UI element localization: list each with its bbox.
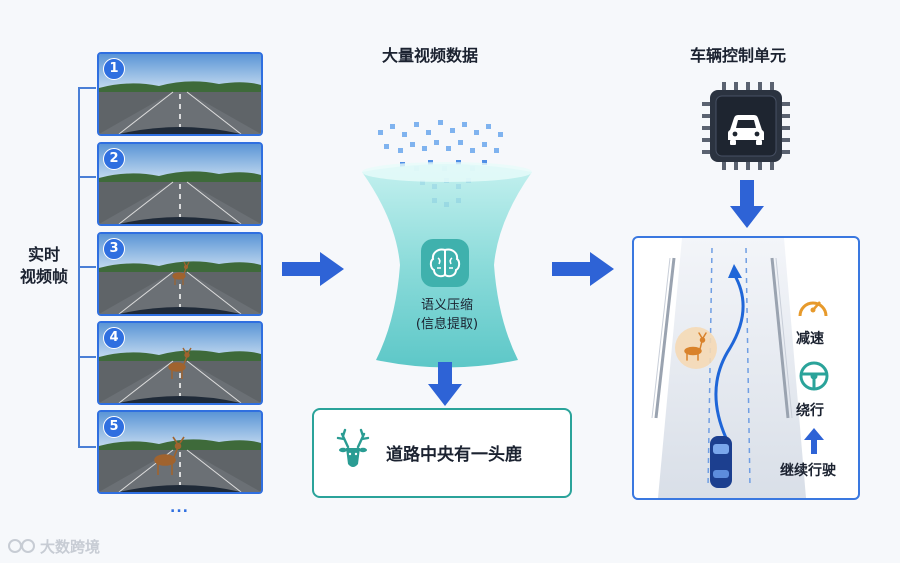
road-topview [651, 238, 806, 498]
video-frame-1: 1 [97, 52, 263, 136]
road-scene [99, 323, 261, 403]
video-frame-3: 3 [97, 232, 263, 316]
action-detour: 绕行 [796, 403, 824, 419]
frame-number-badge: 1 [103, 58, 125, 80]
vehicle-control-title: 车辆控制单元 [690, 46, 787, 65]
road-scene [99, 54, 261, 134]
more-frames-ellipsis: ... [170, 500, 189, 516]
road-scene [99, 412, 261, 492]
frame-number-badge: 3 [103, 238, 125, 260]
deer-head-icon [336, 428, 370, 467]
bracket-tick [78, 266, 96, 268]
action-decelerate: 减速 [796, 331, 824, 347]
video-frame-4: 4 [97, 321, 263, 405]
arrow-down-icon [730, 180, 764, 228]
frame-number-badge: 5 [103, 416, 125, 438]
road-scene [99, 144, 261, 224]
video-data-title: 大量视频数据 [382, 46, 479, 65]
road-scene [99, 234, 261, 314]
arrow-right-icon [552, 252, 614, 286]
driving-scene-panel: 减速 绕行 继续行驶 [632, 236, 860, 500]
extracted-info-box: 道路中央有一头鹿 [312, 408, 572, 498]
semantic-compression-label: 语义压缩 (信息提取) [382, 296, 512, 334]
watermark-text: 大数跨境 [40, 538, 101, 556]
deer-icon [675, 327, 717, 369]
video-frame-2: 2 [97, 142, 263, 226]
action-continue-driving: 继续行驶 [780, 463, 836, 479]
bracket-tick [78, 356, 96, 358]
frame-number-badge: 2 [103, 148, 125, 170]
arrow-up-icon [804, 428, 824, 454]
frame-number-badge: 4 [103, 327, 125, 349]
arrow-down-icon [428, 362, 462, 406]
steering-wheel-icon [799, 361, 829, 391]
funnel-label-line-1: 语义压缩 [420, 298, 473, 313]
bracket-tick [78, 446, 96, 448]
realtime-frames-label: 实时 视频帧 [14, 244, 74, 288]
speedometer-icon [798, 301, 828, 317]
label-line-2: 视频帧 [19, 267, 68, 286]
arrow-right-icon [282, 252, 344, 286]
chip-car-icon [702, 82, 790, 170]
bracket-tick [78, 176, 96, 178]
watermark-logo-icon [8, 539, 35, 553]
label-line-1: 实时 [27, 245, 60, 264]
bracket-tick [78, 87, 96, 89]
result-text: 道路中央有一头鹿 [386, 445, 522, 465]
ego-car-icon [710, 436, 732, 488]
video-frame-5: 5 [97, 410, 263, 494]
brain-icon [421, 239, 469, 287]
funnel-label-line-2: (信息提取) [415, 317, 479, 332]
